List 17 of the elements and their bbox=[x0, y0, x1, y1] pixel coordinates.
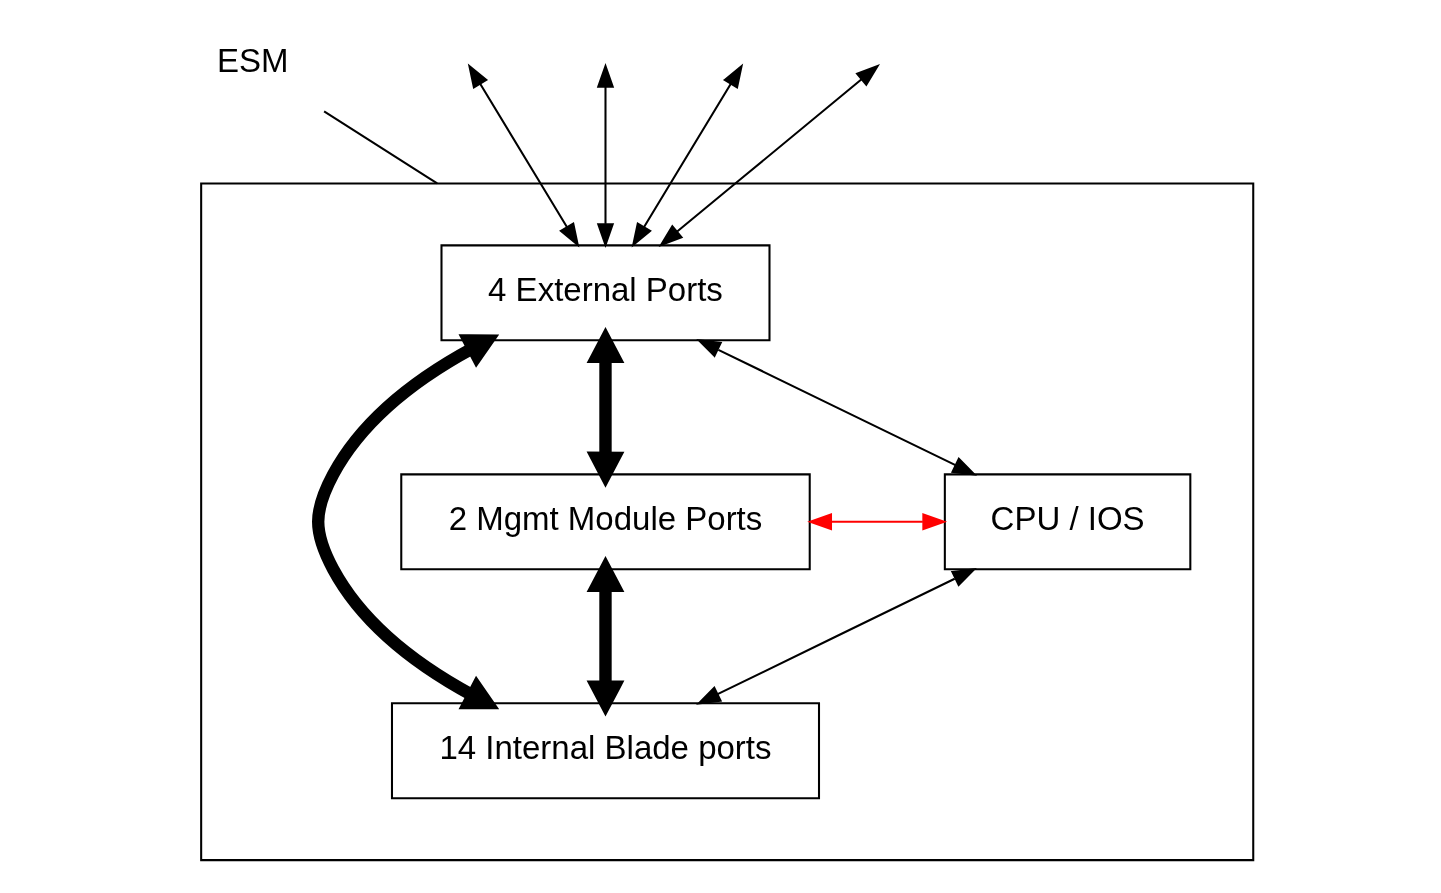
node-box: 4 External Ports bbox=[440, 244, 771, 342]
arrow bbox=[596, 62, 615, 248]
arrow bbox=[696, 339, 978, 476]
arrow bbox=[586, 556, 625, 717]
arrow bbox=[586, 327, 625, 488]
node-text: ESM bbox=[216, 41, 289, 79]
node-box: 2 Mgmt Module Ports bbox=[400, 473, 811, 571]
arrow bbox=[631, 63, 744, 248]
arrow bbox=[312, 334, 500, 710]
cluster bbox=[200, 182, 1255, 862]
arrow bbox=[467, 63, 580, 248]
connector bbox=[323, 110, 438, 185]
arrow bbox=[807, 513, 948, 531]
arrow bbox=[696, 568, 977, 705]
arrow bbox=[658, 64, 880, 247]
node-box: 14 Internal Blade ports bbox=[390, 702, 821, 800]
node-box: CPU / IOS bbox=[943, 473, 1192, 571]
